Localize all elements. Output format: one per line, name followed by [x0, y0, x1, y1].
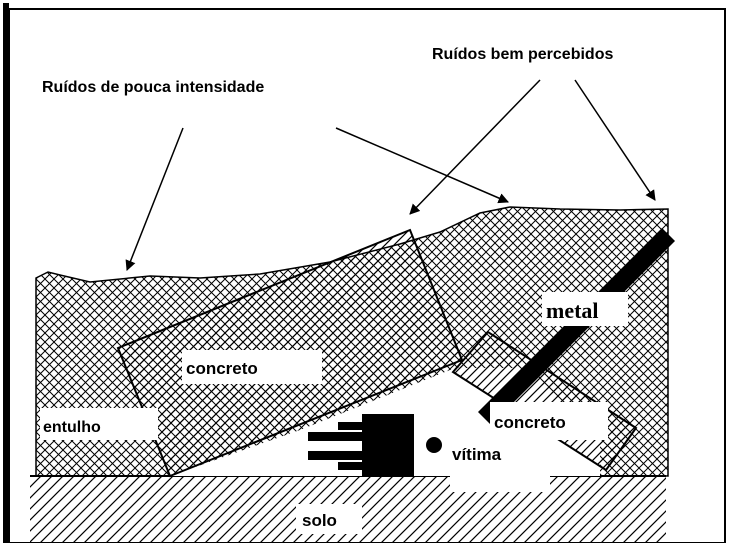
arrows [125, 79, 656, 271]
metal-label-bg [542, 292, 628, 326]
good-noise-label: Ruídos bem percebidos [432, 46, 613, 63]
concrete-small-label: concreto [494, 413, 566, 432]
victim-label: vítima [452, 445, 502, 464]
concrete-large-label: concreto [186, 359, 258, 378]
rubble-label: entulho [43, 419, 101, 436]
metal-label: metal [546, 298, 599, 323]
metal-bar [478, 228, 675, 425]
low-noise-label: Ruídos de pouca intensidade [42, 79, 264, 96]
concrete-label-bg [182, 350, 322, 384]
arrow-good-noise-1 [409, 79, 541, 215]
ground-label-bg [296, 504, 362, 534]
person-lying-icon [308, 414, 442, 476]
frame-left-bar [3, 3, 9, 543]
victim-label-bg [450, 434, 550, 492]
arrow-low-noise-2 [335, 127, 509, 204]
arrow-good-noise-2 [574, 79, 656, 201]
arrow-low-noise-1 [125, 127, 184, 271]
rubble-label-bg [40, 408, 158, 440]
ground-label: solo [302, 511, 337, 530]
concrete-small-label-bg [490, 402, 608, 440]
